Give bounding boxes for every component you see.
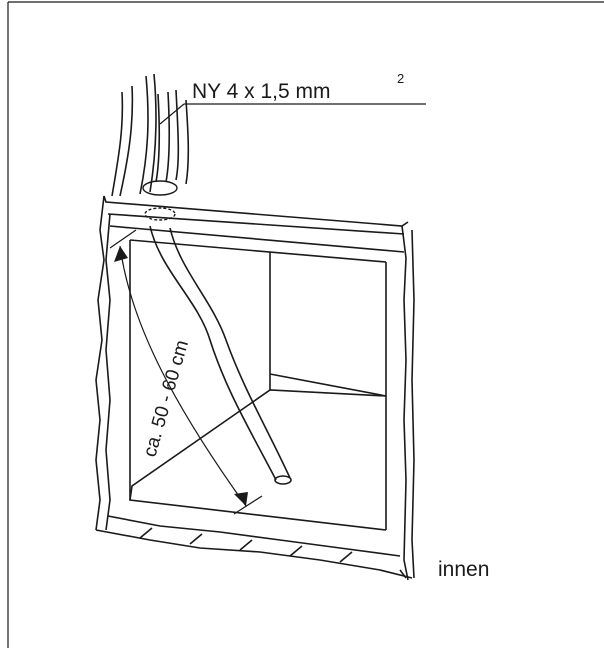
- page-border: [7, 1, 604, 648]
- cable-entry-grommet: [142, 180, 178, 221]
- inner-cable: [149, 225, 292, 485]
- length-label: ca. 50 - 60 cm: [140, 338, 193, 460]
- box-outline: [95, 195, 415, 581]
- length-dimension: [109, 229, 263, 515]
- cable-spec-superscript: 2: [397, 71, 404, 86]
- side-label: innen: [438, 558, 489, 581]
- cable-spec-label: NY 4 x 1,5 mm: [192, 80, 331, 103]
- incoming-cables: [111, 73, 190, 197]
- cable-label-leader: [159, 103, 426, 125]
- dimension-arrows: [114, 246, 248, 506]
